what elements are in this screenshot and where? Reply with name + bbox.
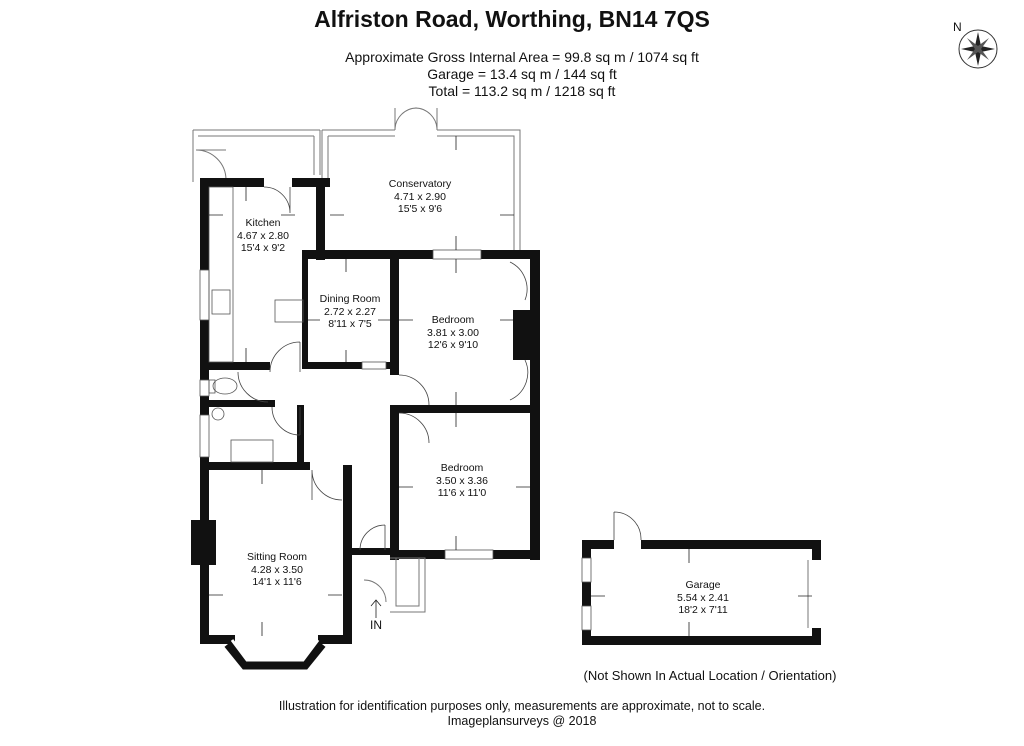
- room-label-kitchen: Kitchen 4.67 x 2.80 15'4 x 9'2: [237, 217, 289, 254]
- area-summary: Approximate Gross Internal Area = 99.8 s…: [0, 49, 1024, 100]
- bay-window: [224, 639, 326, 670]
- page-title: Alfriston Road, Worthing, BN14 7QS: [314, 6, 710, 32]
- footer-notes: Illustration for identification purposes…: [0, 699, 1024, 729]
- garage-openings: [581, 557, 809, 631]
- windows: [199, 249, 494, 560]
- total-area-text: Total = 113.2 sq m / 1218 sq ft: [428, 83, 616, 99]
- compass-north-label: N: [953, 20, 962, 34]
- room-label-bedroom-1: Bedroom 3.81 x 3.00 12'6 x 9'10: [427, 314, 479, 351]
- garage-area-text: Garage = 13.4 sq m / 144 sq ft: [427, 66, 617, 82]
- entrance-porch: [363, 557, 426, 613]
- room-label-sitting-room: Sitting Room 4.28 x 3.50 14'1 x 11'6: [246, 551, 308, 588]
- bathroom-fixtures: [208, 377, 274, 463]
- gross-area-text: Approximate Gross Internal Area = 99.8 s…: [345, 49, 699, 65]
- room-label-conservatory: Conservatory 4.71 x 2.90 15'5 x 9'6: [388, 178, 452, 215]
- dimension-markers: [209, 136, 812, 636]
- room-label-bedroom-2: Bedroom 3.50 x 3.36 11'6 x 11'0: [436, 462, 488, 499]
- entrance-label: IN: [370, 618, 382, 632]
- yard-outline: [192, 129, 321, 182]
- credit-text: Imageplansurveys @ 2018: [447, 714, 597, 728]
- door-arcs: [237, 186, 642, 551]
- garage-location-note: (Not Shown In Actual Location / Orientat…: [583, 668, 837, 683]
- room-label-garage: Garage 5.54 x 2.41 18'2 x 7'11: [677, 579, 729, 616]
- kitchen-units: [208, 186, 304, 363]
- garage-walls: [582, 540, 821, 645]
- disclaimer-text: Illustration for identification purposes…: [278, 699, 766, 713]
- compass-rose-icon: [958, 29, 998, 69]
- conservatory-glazing: [321, 107, 521, 250]
- room-label-dining-room: Dining Room 2.72 x 2.27 8'11 x 7'5: [319, 293, 381, 330]
